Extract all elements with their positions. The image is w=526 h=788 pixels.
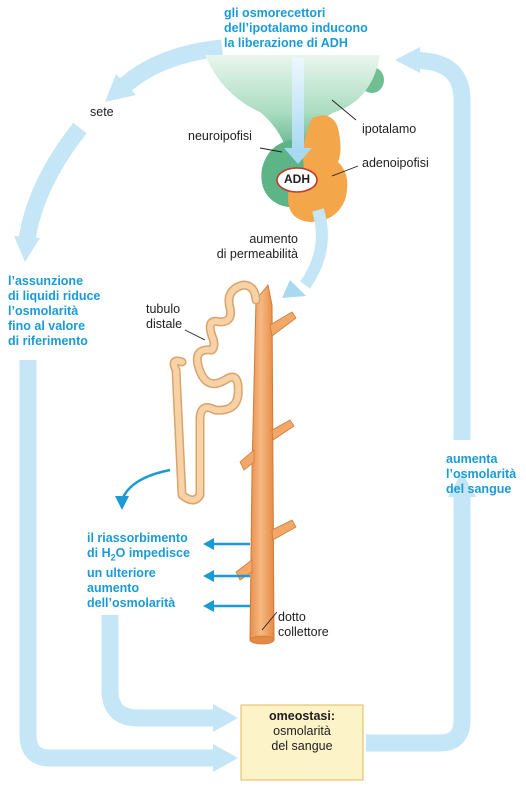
homeostasis-label: omeostasi:osmolarità del sangue xyxy=(269,709,335,753)
loop-arrow-inner-left xyxy=(101,615,238,732)
adenohypophysis-shape xyxy=(288,115,348,222)
distal-tubule-label: tubulo distale xyxy=(146,302,183,331)
reabsorption-label: il riassorbimento di H2O impedisce un ul… xyxy=(87,531,190,610)
loop-arrow-right-up xyxy=(366,472,476,752)
permeability-label: aumento di permeabilità xyxy=(216,232,298,261)
water-out-arrows xyxy=(203,538,250,612)
collecting-duct xyxy=(235,283,297,645)
distal-tubule xyxy=(169,280,261,505)
collecting-duct-label: dotto collettore xyxy=(278,610,329,639)
adh-release-arrow xyxy=(284,58,312,164)
hypothalamus-label: ipotalamo xyxy=(362,122,417,136)
homeostasis-box xyxy=(240,704,364,781)
reabsorption-arrow xyxy=(115,468,171,510)
permeability-arrow xyxy=(282,208,328,298)
adh-badge xyxy=(276,167,318,193)
osmoreceptors-label: gli osmorecettori dell’ipotalamo inducon… xyxy=(224,6,368,50)
loop-arrow-right-top xyxy=(395,47,471,440)
loop-arrow-left-down xyxy=(19,360,238,772)
loop-arrow-top-left xyxy=(105,39,223,102)
adh-label: ADH xyxy=(284,172,310,186)
increases-osmolarity-label: aumenta l’osmolarità del sangue xyxy=(446,452,517,496)
intake-label: l’assunzione di liquidi riduce l’osmolar… xyxy=(8,274,101,348)
thirst-label: sete xyxy=(90,105,114,119)
neurohypophysis-label: neuroipofisi xyxy=(188,129,252,143)
leader-lines xyxy=(184,99,359,631)
loop-arrow-sete-down xyxy=(14,122,87,262)
adenohypophysis-label: adenoipofisi xyxy=(362,156,429,170)
